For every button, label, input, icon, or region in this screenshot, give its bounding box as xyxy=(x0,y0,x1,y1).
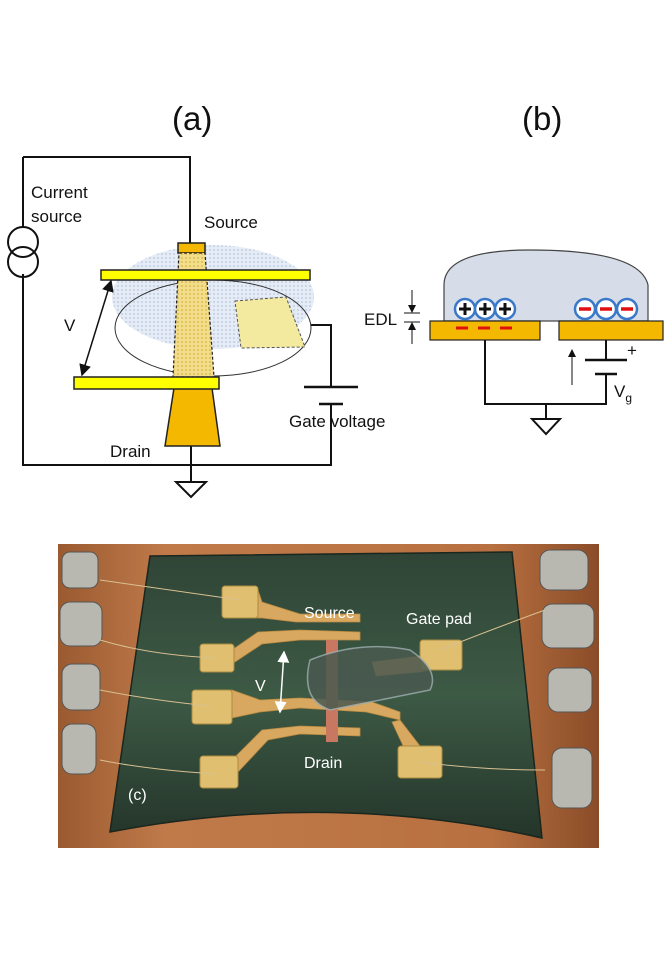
gate-electrode xyxy=(234,296,306,349)
panel-b-label: (b) xyxy=(522,100,562,137)
source-label: Source xyxy=(204,213,258,232)
edl-label: EDL xyxy=(364,310,397,329)
wire-bonds xyxy=(99,579,546,775)
gate-battery-icon xyxy=(304,385,358,406)
cation-icons xyxy=(453,297,517,321)
panel-a: (a) Current source Gate voltage xyxy=(4,100,385,499)
bond-pads xyxy=(191,585,463,789)
channel-electrode xyxy=(429,320,541,341)
photo-gate-pad-label: Gate pad xyxy=(406,611,472,628)
source-contact xyxy=(177,242,206,254)
current-source-label-2: source xyxy=(31,207,82,226)
v-arrow xyxy=(79,279,114,377)
current-source-label-1: Current xyxy=(31,183,88,202)
probe-bottom xyxy=(73,376,220,390)
panel-c-photo: Source Gate pad V Drain (c) xyxy=(58,544,599,848)
drain-contact xyxy=(164,387,221,447)
solder-left xyxy=(59,551,103,775)
panel-a-label: (a) xyxy=(172,100,212,137)
panel-c-label: (c) xyxy=(128,787,147,804)
vg-label: Vg xyxy=(614,382,632,405)
circuit-b-wire xyxy=(484,340,607,405)
photo-electrolyte xyxy=(306,645,434,711)
drain-label: Drain xyxy=(110,442,151,461)
ground-b-icon xyxy=(529,418,563,436)
v-label: V xyxy=(64,316,76,335)
gate-voltage-label: Gate voltage xyxy=(289,412,385,431)
photo-v-label: V xyxy=(255,678,266,695)
anion-icons xyxy=(573,297,639,321)
probe-top xyxy=(100,269,311,281)
current-source-icon xyxy=(4,226,42,278)
plus-sign: + xyxy=(627,341,637,360)
photo-drain-label: Drain xyxy=(304,755,342,772)
wire-return xyxy=(22,157,332,466)
photo-v-arrow xyxy=(274,650,290,714)
photo-source-label: Source xyxy=(304,605,355,622)
gate-electrode-b xyxy=(558,320,664,341)
ground-icon xyxy=(173,481,209,499)
solder-right xyxy=(539,549,595,809)
wire-source xyxy=(23,156,191,243)
wire-gate xyxy=(311,324,332,387)
edl-marker xyxy=(404,290,420,344)
panel-b: (b) EDL xyxy=(364,100,664,436)
